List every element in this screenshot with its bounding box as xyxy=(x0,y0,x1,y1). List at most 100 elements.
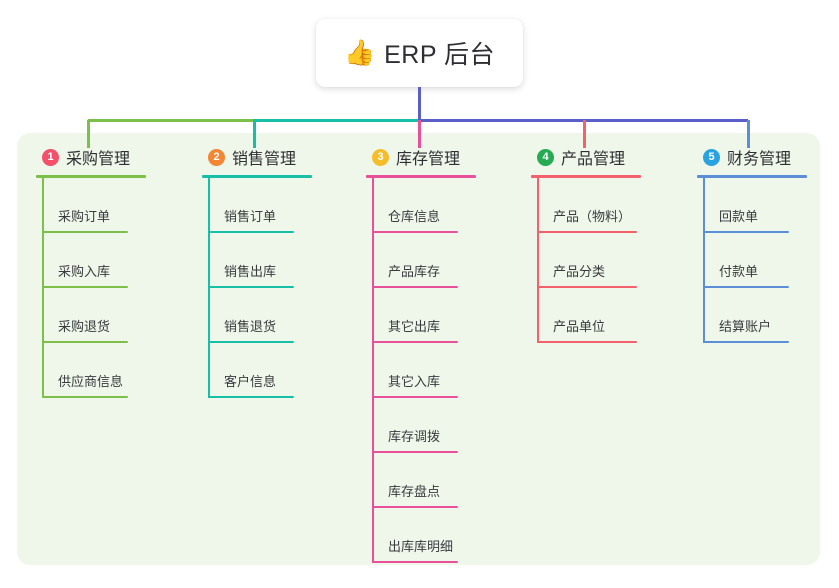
leaf-label: 付款单 xyxy=(719,264,759,279)
leaf-underline xyxy=(42,396,128,398)
column-index-badge: 2 xyxy=(208,148,225,166)
column-title: 财务管理 xyxy=(727,151,792,168)
leaf-underline xyxy=(372,396,458,398)
leaf-underline xyxy=(537,231,637,233)
column-header-产品管理[interactable]: 4 产品管理 xyxy=(531,145,641,169)
leaf-underline xyxy=(42,286,128,288)
branch-spine xyxy=(537,178,539,343)
branch-spine xyxy=(703,178,705,343)
leaf-underline xyxy=(372,451,458,453)
leaf-underline xyxy=(372,341,458,343)
leaf-node[interactable]: 其它入库 xyxy=(366,343,476,398)
leaf-label: 供应商信息 xyxy=(58,374,124,389)
column-underline xyxy=(36,175,146,178)
leaf-underline xyxy=(372,286,458,288)
leaf-node[interactable]: 付款单 xyxy=(697,233,807,288)
column-财务管理: 5 财务管理回款单付款单结算账户 xyxy=(697,145,807,343)
leaf-node[interactable]: 采购退货 xyxy=(36,288,146,343)
leaf-node[interactable]: 销售订单 xyxy=(202,178,312,233)
leaf-label: 库存调拨 xyxy=(388,429,441,444)
branch-spine xyxy=(42,178,44,398)
branch-spine xyxy=(372,178,374,563)
leaf-node[interactable]: 采购订单 xyxy=(36,178,146,233)
column-header-库存管理[interactable]: 3 库存管理 xyxy=(366,145,476,169)
leaf-node[interactable]: 采购入库 xyxy=(36,233,146,288)
leaf-label: 采购订单 xyxy=(58,209,111,224)
column-index-badge: 3 xyxy=(372,148,389,166)
leaf-underline xyxy=(42,341,128,343)
leaf-label: 出库库明细 xyxy=(388,539,454,554)
leaf-underline xyxy=(208,396,294,398)
column-underline xyxy=(531,175,641,178)
leaf-underline xyxy=(208,231,294,233)
leaf-label: 产品（物料） xyxy=(553,209,632,224)
leaf-label: 产品单位 xyxy=(553,319,606,334)
leaf-label: 回款单 xyxy=(719,209,759,224)
leaf-list: 产品（物料） 产品分类产品单位 xyxy=(531,178,641,343)
column-title: 采购管理 xyxy=(66,151,131,168)
leaf-node[interactable]: 产品（物料） xyxy=(531,178,641,233)
leaf-underline xyxy=(372,231,458,233)
root-node-title: ERP 后台 xyxy=(384,41,496,69)
leaf-node[interactable]: 其它出库 xyxy=(366,288,476,343)
leaf-node[interactable]: 供应商信息 xyxy=(36,343,146,398)
column-库存管理: 3 库存管理仓库信息产品库存其它出库其它入库库存调拨库存盘点出库库明细 xyxy=(366,145,476,563)
leaf-underline xyxy=(703,231,789,233)
leaf-node[interactable]: 客户信息 xyxy=(202,343,312,398)
column-underline xyxy=(366,175,476,178)
leaf-label: 产品库存 xyxy=(388,264,441,279)
column-header-财务管理[interactable]: 5 财务管理 xyxy=(697,145,807,169)
leaf-underline xyxy=(208,286,294,288)
leaf-label: 库存盘点 xyxy=(388,484,441,499)
leaf-node[interactable]: 产品单位 xyxy=(531,288,641,343)
leaf-label: 销售订单 xyxy=(224,209,277,224)
thumbs-up-icon: 👍 xyxy=(343,38,376,67)
leaf-list: 回款单付款单结算账户 xyxy=(697,178,807,343)
column-header-采购管理[interactable]: 1 采购管理 xyxy=(36,145,146,169)
leaf-label: 销售出库 xyxy=(224,264,277,279)
leaf-label: 采购退货 xyxy=(58,319,111,334)
diagram-panel xyxy=(17,133,820,565)
leaf-node[interactable]: 回款单 xyxy=(697,178,807,233)
leaf-underline xyxy=(703,341,789,343)
column-underline xyxy=(697,175,807,178)
leaf-list: 仓库信息产品库存其它出库其它入库库存调拨库存盘点出库库明细 xyxy=(366,178,476,563)
leaf-node[interactable]: 库存盘点 xyxy=(366,453,476,508)
root-node-erp-backend[interactable]: 👍 ERP 后台 xyxy=(316,19,523,87)
leaf-node[interactable]: 出库库明细 xyxy=(366,508,476,563)
leaf-label: 其它出库 xyxy=(388,319,441,334)
column-title: 库存管理 xyxy=(396,151,461,168)
column-title: 销售管理 xyxy=(232,151,297,168)
leaf-underline xyxy=(703,286,789,288)
leaf-node[interactable]: 销售出库 xyxy=(202,233,312,288)
leaf-label: 其它入库 xyxy=(388,374,441,389)
leaf-node[interactable]: 产品分类 xyxy=(531,233,641,288)
leaf-underline xyxy=(208,341,294,343)
leaf-underline xyxy=(537,341,637,343)
column-产品管理: 4 产品管理产品（物料） 产品分类产品单位 xyxy=(531,145,641,343)
leaf-list: 采购订单采购入库采购退货供应商信息 xyxy=(36,178,146,398)
leaf-node[interactable]: 结算账户 xyxy=(697,288,807,343)
column-header-销售管理[interactable]: 2 销售管理 xyxy=(202,145,312,169)
leaf-label: 销售退货 xyxy=(224,319,277,334)
leaf-label: 客户信息 xyxy=(224,374,277,389)
column-title: 产品管理 xyxy=(561,151,626,168)
column-underline xyxy=(202,175,312,178)
column-index-badge: 4 xyxy=(537,148,554,166)
leaf-node[interactable]: 库存调拨 xyxy=(366,398,476,453)
leaf-label: 仓库信息 xyxy=(388,209,441,224)
leaf-label: 产品分类 xyxy=(553,264,606,279)
leaf-node[interactable]: 产品库存 xyxy=(366,233,476,288)
column-采购管理: 1 采购管理采购订单采购入库采购退货供应商信息 xyxy=(36,145,146,398)
column-index-badge: 5 xyxy=(703,148,720,166)
leaf-label: 采购入库 xyxy=(58,264,111,279)
column-销售管理: 2 销售管理销售订单销售出库销售退货客户信息 xyxy=(202,145,312,398)
leaf-node[interactable]: 销售退货 xyxy=(202,288,312,343)
leaf-label: 结算账户 xyxy=(719,319,772,334)
branch-spine xyxy=(208,178,210,398)
leaf-node[interactable]: 仓库信息 xyxy=(366,178,476,233)
leaf-underline xyxy=(537,286,637,288)
column-index-badge: 1 xyxy=(42,148,59,166)
leaf-underline xyxy=(42,231,128,233)
